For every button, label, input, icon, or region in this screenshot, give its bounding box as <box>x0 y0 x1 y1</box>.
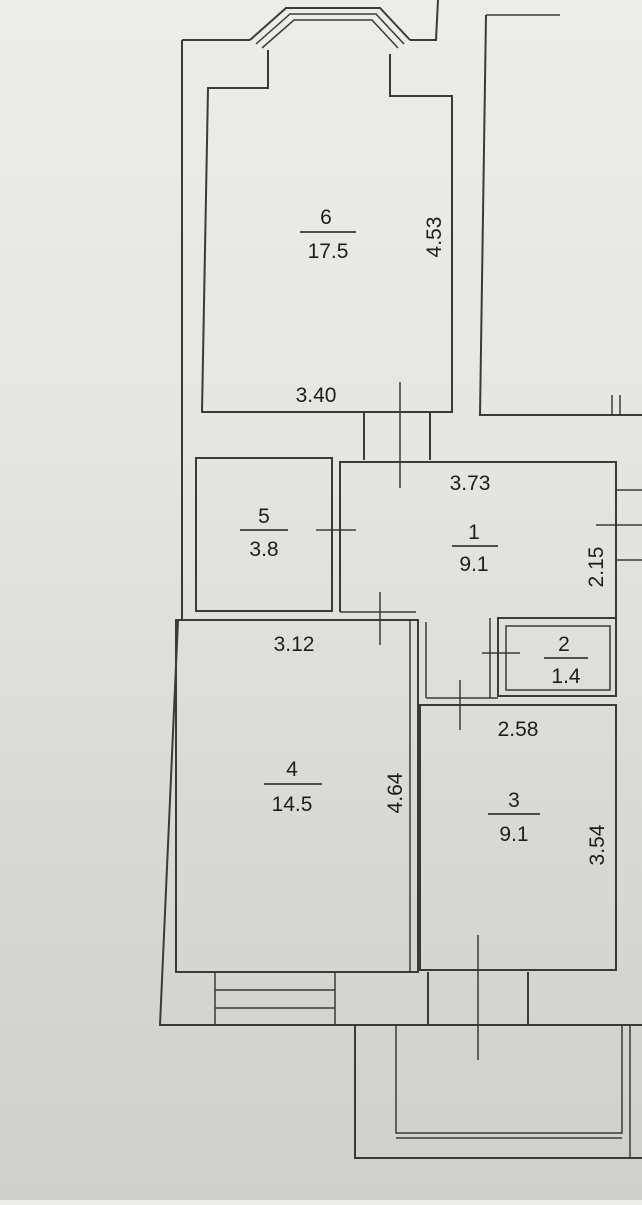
room-2 <box>482 617 617 698</box>
room-area: 17.5 <box>308 240 349 263</box>
bay-window <box>249 7 411 49</box>
room-number: 5 <box>258 505 270 528</box>
room-number: 6 <box>320 206 332 229</box>
dimension-room3-width: 2.58 <box>498 718 539 741</box>
room-6 <box>200 50 453 413</box>
balcony <box>214 935 642 1158</box>
dimension-room1-width: 3.73 <box>450 472 491 495</box>
dimension-room6-width: 3.40 <box>296 384 337 407</box>
dimension-room4-height: 4.64 <box>384 772 407 813</box>
outer-walls <box>158 0 642 1159</box>
room-number: 3 <box>508 789 520 812</box>
room-area: 3.8 <box>249 538 278 561</box>
room-area: 9.1 <box>499 823 528 846</box>
room-number: 4 <box>286 758 298 781</box>
dimension-room1-height: 2.15 <box>585 547 608 588</box>
dimension-room6-height: 4.53 <box>423 217 446 258</box>
passage <box>425 622 498 730</box>
room-number: 2 <box>558 633 570 656</box>
dimension-room3-height: 3.54 <box>586 824 609 865</box>
room-label-1: 1 9.1 <box>452 521 498 576</box>
room-label-2: 2 1.4 <box>544 633 588 688</box>
room-area: 1.4 <box>551 665 581 688</box>
corridor-opening <box>363 382 431 488</box>
dimension-room4-width: 3.12 <box>274 633 315 656</box>
room-label-5: 5 3.8 <box>240 505 288 561</box>
room-label-3: 3 9.1 <box>488 789 540 846</box>
room-1 <box>339 461 642 618</box>
room-3 <box>419 704 617 971</box>
room-5 <box>195 457 356 612</box>
room-label-4: 4 14.5 <box>264 758 322 816</box>
room-area: 14.5 <box>272 793 313 816</box>
room-area: 9.1 <box>459 553 488 576</box>
room-4 <box>175 619 419 973</box>
room-number: 1 <box>468 521 480 544</box>
room-label-6: 6 17.5 <box>300 206 356 263</box>
